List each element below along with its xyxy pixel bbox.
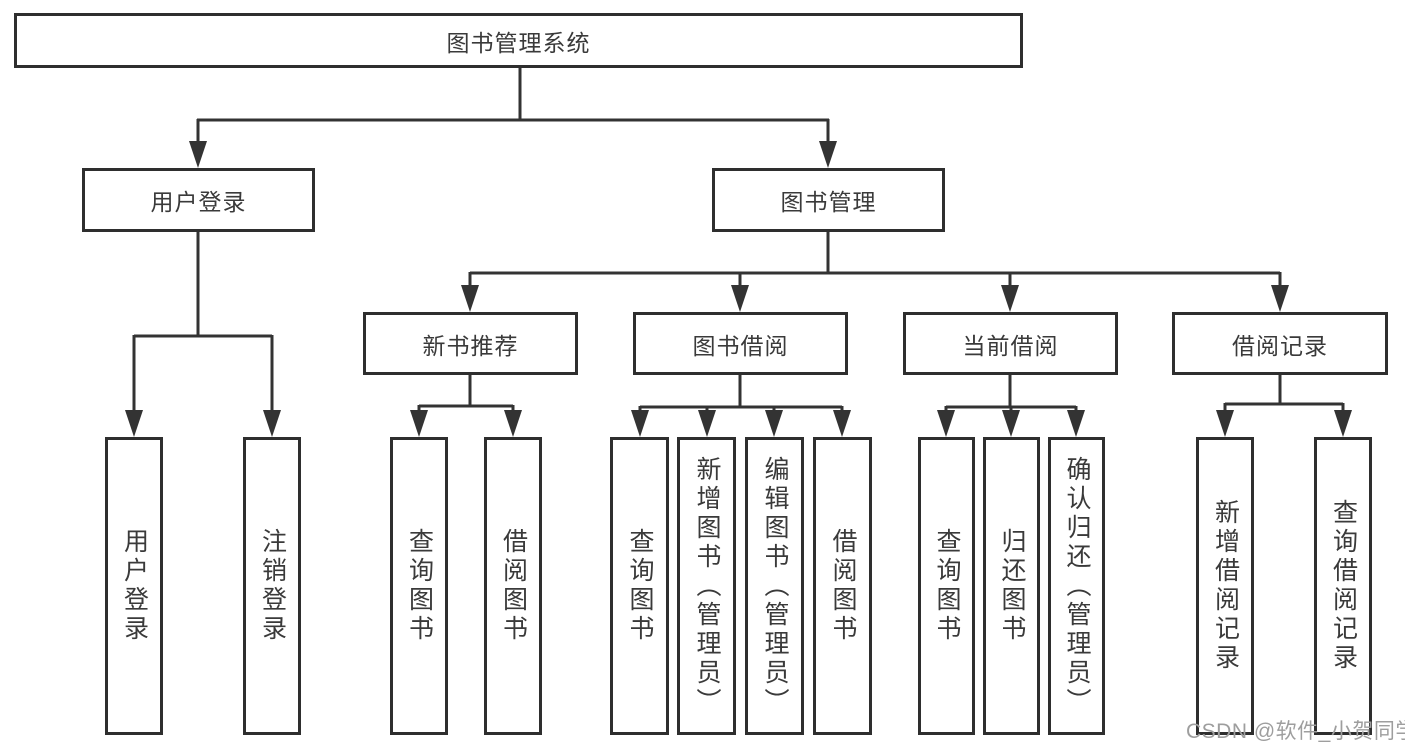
node-library-management-system: 图书管理系统	[14, 13, 1023, 68]
node-user-login: 用户登录	[82, 168, 315, 232]
arrowheads	[125, 141, 1352, 437]
leaf-query-books-borrowing: 查询图书	[610, 437, 669, 735]
leaf-confirm-return-admin: 确认归还（管理员）	[1048, 437, 1105, 735]
leaf-return-book: 归还图书	[983, 437, 1040, 735]
node-book-borrowing: 图书借阅	[633, 312, 848, 375]
leaf-query-books-current: 查询图书	[918, 437, 975, 735]
leaf-user-login: 用户登录	[105, 437, 163, 735]
leaf-borrow-books-recommend: 借阅图书	[484, 437, 542, 735]
leaf-query-borrow-record: 查询借阅记录	[1314, 437, 1372, 735]
node-book-management: 图书管理	[712, 168, 945, 232]
leaf-borrow-books-borrowing: 借阅图书	[813, 437, 872, 735]
node-new-book-recommendation: 新书推荐	[363, 312, 578, 375]
leaf-add-book-admin: 新增图书（管理员）	[677, 437, 736, 735]
watermark: CSDN @软件_小贺同学	[1186, 720, 1405, 743]
leaf-edit-book-admin: 编辑图书（管理员）	[745, 437, 804, 735]
node-current-borrowing: 当前借阅	[903, 312, 1118, 375]
leaf-query-books-recommend: 查询图书	[390, 437, 448, 735]
leaf-logout: 注销登录	[243, 437, 301, 735]
node-borrowing-records: 借阅记录	[1172, 312, 1388, 375]
leaf-add-borrow-record: 新增借阅记录	[1196, 437, 1254, 735]
